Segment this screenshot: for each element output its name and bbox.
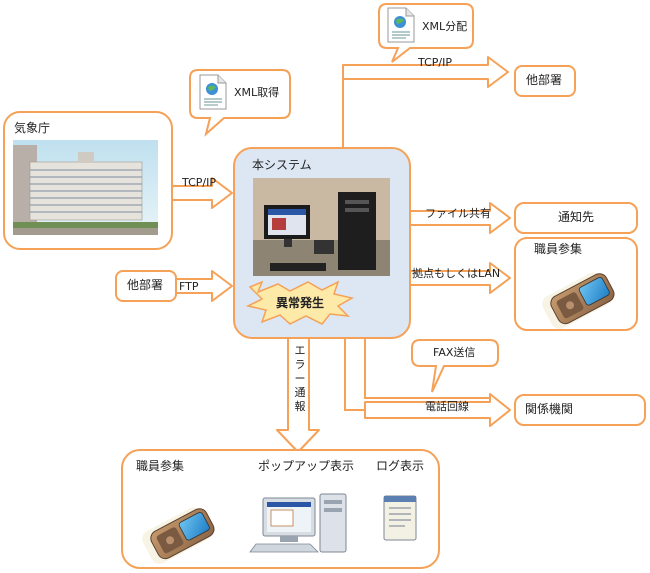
top-dept-label: 他部署 — [526, 73, 563, 87]
related-org-label: 関係機関 — [525, 402, 574, 416]
callout-xml-dist-label: XML分配 — [422, 20, 468, 33]
alert-burst — [245, 280, 355, 325]
bottom-log-label: ログ表示 — [376, 459, 425, 473]
log-notepad-icon — [383, 495, 417, 541]
callout-xml-get-label: XML取得 — [234, 86, 280, 99]
edge-ftp-label: FTP — [179, 280, 199, 293]
top-dept-box — [514, 65, 576, 97]
bottom-staff-label: 職員参集 — [136, 459, 185, 473]
xml-document-icon — [387, 7, 415, 43]
edge-tcp-top-label: TCP/IP — [418, 56, 452, 69]
callout-fax — [411, 339, 499, 393]
workstation-photo — [253, 178, 390, 276]
block-arrows — [169, 56, 511, 453]
staff-right-label: 職員参集 — [534, 242, 583, 256]
arrow-to-notify — [407, 202, 511, 234]
system-label: 本システム — [252, 158, 312, 172]
edge-error-label: エラー通報 — [294, 344, 306, 413]
arrow-jma-to-system — [169, 177, 233, 209]
edge-lan-label: 拠点もしくはLAN — [412, 267, 501, 280]
other-dept-left-label: 他部署 — [127, 278, 164, 292]
arrow-to-related — [364, 393, 511, 427]
xml-document-icon — [199, 74, 227, 110]
line-to-top-dept — [342, 71, 495, 148]
arrow-ftp-to-system — [174, 270, 233, 302]
edge-file-share-label: ファイル共有 — [425, 207, 491, 220]
related-org-box — [514, 394, 646, 426]
callout-fax-label: FAX送信 — [433, 346, 476, 359]
arrow-to-staff — [407, 262, 511, 294]
line-to-related-org-2 — [364, 338, 495, 399]
edge-tcp-left-label: TCP/IP — [182, 176, 216, 189]
jma-label: 気象庁 — [14, 121, 51, 135]
computer-icon — [249, 493, 347, 553]
notify-box — [514, 202, 638, 234]
alert-label: 異常発生 — [276, 296, 325, 310]
bottom-popup-label: ポップアップ表示 — [258, 459, 355, 473]
arrow-error-down — [276, 329, 320, 453]
building-photo — [13, 140, 158, 235]
edge-phone-label: 電話回線 — [425, 400, 469, 413]
other-dept-left-box — [115, 270, 177, 302]
notify-label: 通知先 — [558, 210, 595, 224]
arrow-to-top-dept — [342, 56, 509, 88]
